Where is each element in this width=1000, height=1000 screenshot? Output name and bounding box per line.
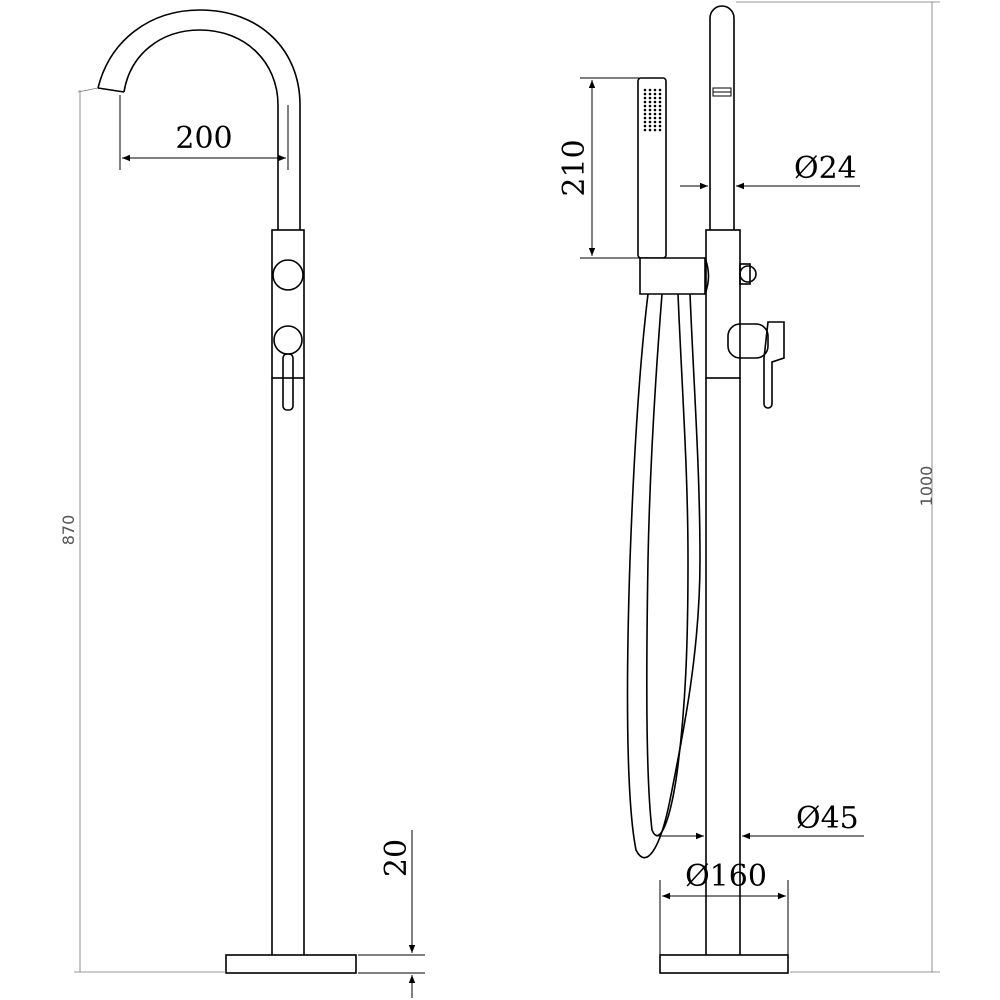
nozzle-dot (643, 116, 647, 120)
dim-body-dia: Ø45 (796, 801, 859, 836)
nozzle-dot (643, 100, 647, 104)
floor-base-plate (225, 954, 357, 974)
nozzle-dot (658, 96, 662, 100)
nozzle-dot (643, 88, 647, 92)
nozzle-dot (648, 96, 652, 100)
spout-tube-side (709, 5, 735, 230)
diverter-button-cap (739, 265, 757, 283)
spout-tip (97, 87, 125, 93)
dim-spout-tube-dia: Ø24 (794, 151, 857, 186)
shower-hose-inner (646, 293, 689, 837)
nozzle-dot (648, 120, 652, 124)
handshower-nozzles (643, 88, 662, 132)
nozzle-dot (658, 92, 662, 96)
nozzle-dot (643, 120, 647, 124)
nozzle-dot (648, 104, 652, 108)
nozzle-dot (643, 108, 647, 112)
handshower-holder (639, 257, 710, 295)
nozzle-dot (643, 92, 647, 96)
nozzle-dot (658, 124, 662, 128)
shower-hose-outer (626, 293, 701, 859)
nozzle-dot (653, 96, 657, 100)
lever-hub (273, 325, 303, 355)
right-view: 210 Ø24 Ø45 Ø160 1000 (557, 1, 940, 974)
nozzle-dot (648, 108, 652, 112)
nozzle-dot (658, 116, 662, 120)
nozzle-dot (653, 100, 657, 104)
nozzle-dot (643, 112, 647, 116)
nozzle-dot (658, 128, 662, 132)
spout-inner (123, 29, 279, 230)
nozzle-dot (648, 116, 652, 120)
nozzle-dot (643, 128, 647, 132)
nozzle-dot (653, 108, 657, 112)
lever-handle-side (763, 321, 785, 409)
nozzle-dot (648, 88, 652, 92)
nozzle-dot (653, 112, 657, 116)
nozzle-dot (648, 112, 652, 116)
nozzle-dot (653, 92, 657, 96)
nozzle-dot (653, 128, 657, 132)
spout-outer (97, 9, 301, 230)
nozzle-dot (653, 120, 657, 124)
nozzle-dot (653, 104, 657, 108)
dim-total-height-right: 1000 (917, 466, 936, 507)
nozzle-dot (648, 124, 652, 128)
nozzle-dot (653, 116, 657, 120)
nozzle-dot (653, 88, 657, 92)
nozzle-dot (658, 104, 662, 108)
nozzle-dot (658, 108, 662, 112)
nozzle-dot (658, 100, 662, 104)
nozzle-dot (653, 124, 657, 128)
lever-hub-side (727, 323, 769, 359)
floor-base-side (659, 954, 789, 974)
nozzle-dot (643, 96, 647, 100)
dim-base-dia: Ø160 (685, 859, 767, 894)
mixer-body (271, 229, 305, 379)
handshower-head (637, 77, 667, 259)
nozzle-dot (658, 120, 662, 124)
dim-spout-reach: 200 (175, 121, 232, 156)
spout-tip-extension (77, 87, 99, 93)
nozzle-dot (643, 104, 647, 108)
spout-aerator (712, 87, 732, 97)
mixer-body-side (705, 229, 741, 379)
nozzle-dot (658, 88, 662, 92)
dim-base-thickness: 20 (379, 839, 414, 877)
dim-handshower-length: 210 (557, 139, 592, 196)
nozzle-dot (648, 128, 652, 132)
nozzle-dot (643, 124, 647, 128)
dim-total-height-left: 870 (59, 515, 78, 546)
left-view: 200 870 20 (59, 9, 425, 998)
diverter-knob (272, 259, 304, 291)
nozzle-dot (658, 112, 662, 116)
lever-handle (282, 353, 294, 411)
nozzle-dot (648, 92, 652, 96)
nozzle-dot (648, 100, 652, 104)
